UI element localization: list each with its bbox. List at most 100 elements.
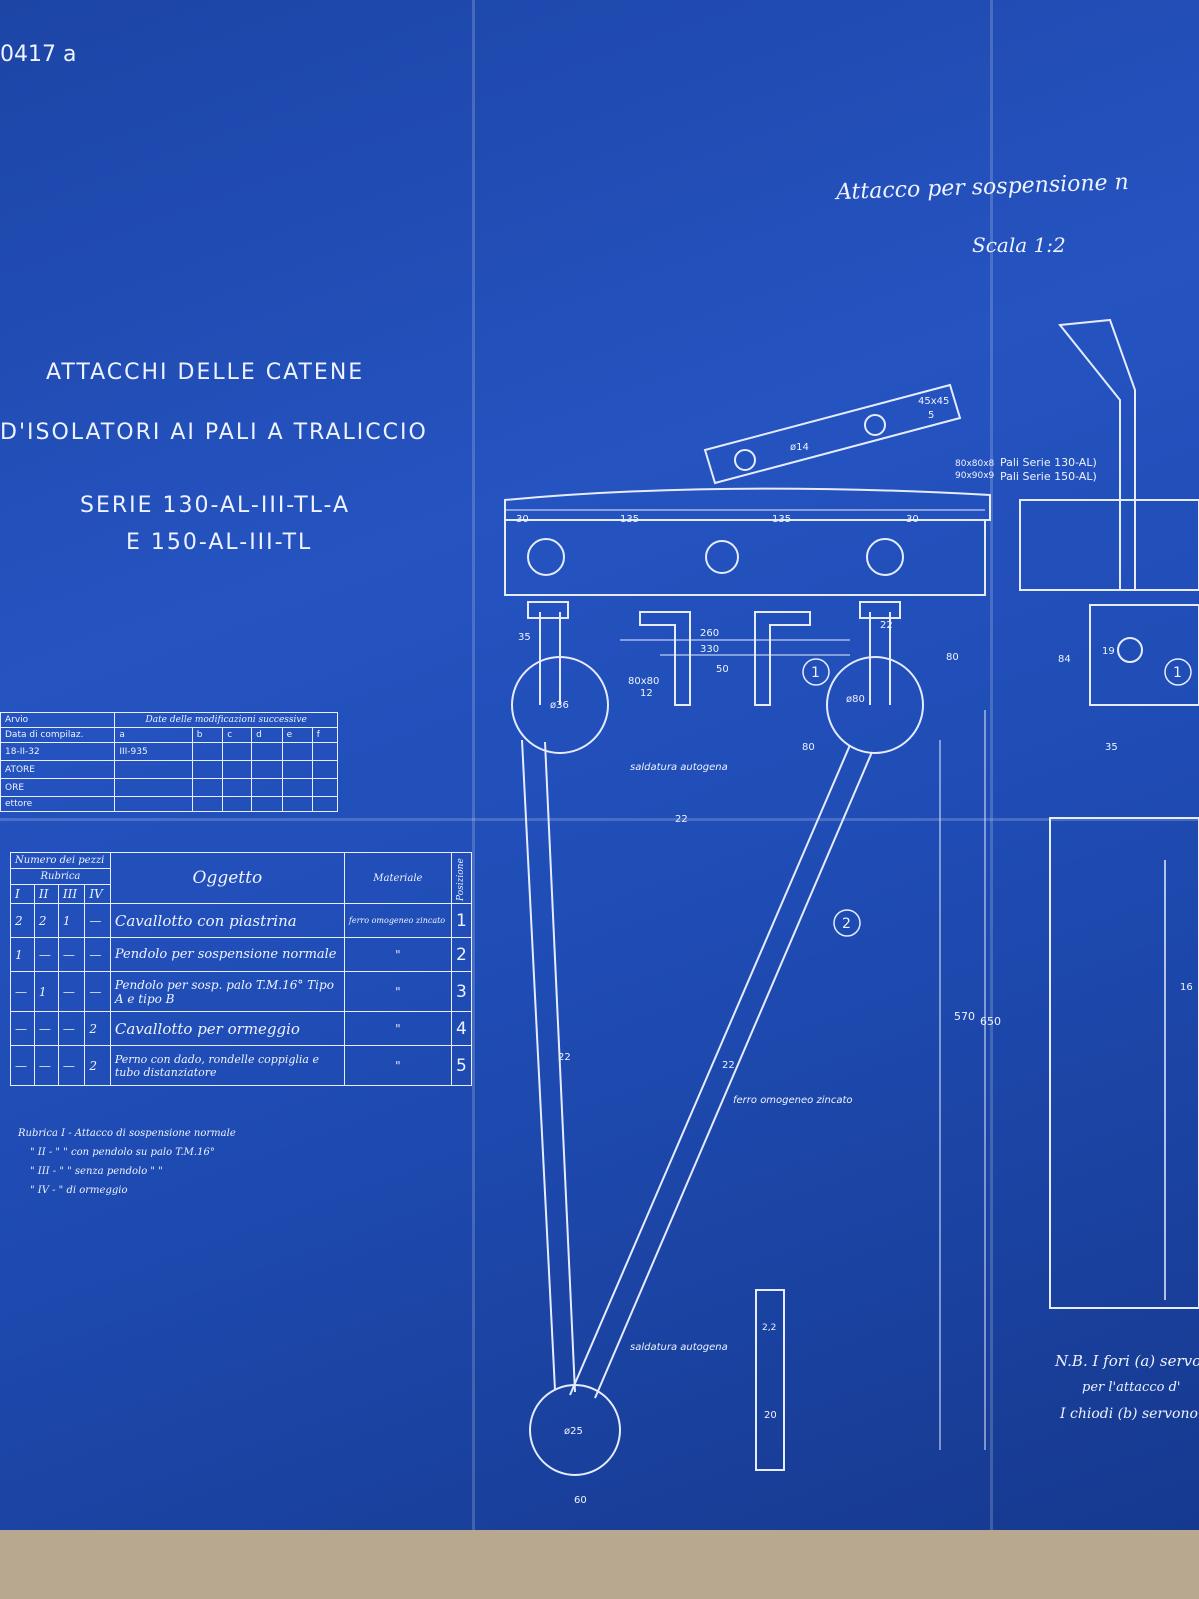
title-line-4: E 150-AL-III-TL bbox=[126, 530, 313, 555]
nb-note-3: I chiodi (b) servono p bbox=[1060, 1406, 1199, 1422]
nb-note-2: per l'attacco d' bbox=[1082, 1380, 1181, 1395]
dim-label: 5 bbox=[928, 410, 934, 421]
qty-cell: — bbox=[84, 903, 111, 938]
dim-label: 84 bbox=[1058, 654, 1071, 665]
qty-cell: — bbox=[33, 1045, 59, 1086]
table-row: 1 — — — Pendolo per sospensione normale … bbox=[10, 937, 473, 972]
scale-label: Scala 1:2 bbox=[972, 233, 1066, 257]
qty-cell: 2 bbox=[10, 903, 35, 938]
right-view-angle bbox=[1058, 318, 1136, 591]
callout-1b bbox=[1164, 658, 1192, 686]
pendulum-eye-bottom bbox=[529, 1384, 621, 1476]
callout-label: 1 bbox=[1173, 665, 1182, 681]
table-row: 2 2 1 — Cavallotto con piastrina ferro o… bbox=[10, 903, 473, 938]
dim-label: 50 bbox=[716, 664, 729, 675]
bolt-3 bbox=[866, 538, 904, 576]
dim-label: 16 bbox=[1180, 982, 1193, 993]
dim-label: ø36 bbox=[550, 700, 569, 711]
qty-cell: 2 bbox=[33, 903, 59, 938]
callout-label: 2 bbox=[842, 916, 851, 932]
dim-label: 22 bbox=[722, 1060, 735, 1071]
table-row: — — — 2 Cavallotto per ormeggio " 4 bbox=[10, 1011, 473, 1046]
profile-label: 90x90x9 bbox=[955, 471, 995, 481]
pali-label: Pali Serie 150-AL) bbox=[1000, 470, 1097, 483]
top-plate bbox=[504, 487, 991, 521]
dim-label: ø14 bbox=[790, 442, 809, 453]
pin bbox=[755, 1289, 785, 1471]
qty-cell: — bbox=[57, 937, 86, 972]
dim-label: 35 bbox=[1105, 742, 1118, 753]
dim-label: 80 bbox=[802, 742, 815, 753]
oggetto-cell: Pendolo per sospensione normale bbox=[109, 937, 345, 972]
rubrica-note-3: " III - " " senza pendolo " " bbox=[30, 1166, 163, 1177]
right-view-plate bbox=[1019, 499, 1199, 591]
dim-label: 2,2 bbox=[762, 1323, 776, 1333]
dim-label: 80 bbox=[946, 652, 959, 663]
nut bbox=[859, 601, 901, 619]
pali-label: Pali Serie 130-AL) bbox=[1000, 456, 1097, 469]
revision-table: Arvio Date delle modificazioni successiv… bbox=[0, 712, 339, 812]
dim-label: 260 bbox=[700, 628, 719, 639]
right-view-block bbox=[1089, 604, 1199, 706]
pendulum-brace bbox=[569, 744, 851, 1396]
fold-line-vertical-1 bbox=[472, 0, 475, 1530]
angle-left bbox=[639, 611, 691, 706]
title-line-1: ATTACCHI DELLE CATENE bbox=[46, 360, 365, 385]
angle-right bbox=[754, 611, 811, 706]
dim-label: 30 bbox=[906, 514, 919, 525]
dim-label: 22 bbox=[558, 1052, 571, 1063]
pendulum-leg-left-inner bbox=[544, 741, 576, 1393]
fold-line-horizontal bbox=[0, 818, 1199, 821]
dim-label: 12 bbox=[640, 688, 653, 699]
dim-label: 80x80 bbox=[628, 676, 659, 687]
qty-cell: — bbox=[57, 1011, 86, 1046]
drawing-number: 0417 a bbox=[0, 42, 77, 67]
pendulum-brace-inner bbox=[594, 751, 873, 1399]
oggetto-cell: Pendolo per sosp. palo T.M.16° Tipo A e … bbox=[109, 971, 345, 1012]
parts-header-oggetto: Oggetto bbox=[109, 852, 345, 904]
oggetto-cell: Perno con dado, rondelle coppiglia e tub… bbox=[109, 1045, 345, 1086]
nb-note-1: N.B. I fori (a) servono bbox=[1055, 1352, 1199, 1370]
main-plate bbox=[504, 519, 986, 596]
right-view-hole bbox=[1117, 637, 1143, 663]
rubrica-note-2: " II - " " con pendolo su palo T.M.16° bbox=[30, 1147, 215, 1158]
material-label: ferro omogeneo zincato bbox=[733, 1095, 853, 1106]
table-row: — — — 2 Perno con dado, rondelle coppigl… bbox=[10, 1045, 473, 1086]
bolt-1 bbox=[527, 538, 565, 576]
dim-label: 30 bbox=[516, 514, 529, 525]
oggetto-cell: Cavallotto con piastrina bbox=[109, 903, 345, 938]
dim-label: 19 bbox=[1102, 646, 1115, 657]
title-line-2: D'ISOLATORI AI PALI A TRALICCIO bbox=[0, 420, 428, 445]
qty-cell: — bbox=[10, 1045, 35, 1086]
dim-label: 20 bbox=[764, 1410, 777, 1421]
nut bbox=[527, 601, 569, 619]
dim-label: 22 bbox=[880, 620, 893, 631]
bar-hole bbox=[734, 449, 756, 471]
qty-cell: 2 bbox=[84, 1045, 111, 1086]
qty-cell: — bbox=[10, 1011, 35, 1046]
callout-1 bbox=[802, 658, 830, 686]
dim-label: 330 bbox=[700, 644, 719, 655]
dim-label: ø25 bbox=[564, 1426, 583, 1437]
pendulum-eye-right bbox=[826, 656, 924, 754]
rubrica-note-4: " IV - " di ormeggio bbox=[30, 1185, 128, 1196]
title-line-3: SERIE 130-AL-III-TL-A bbox=[80, 493, 351, 518]
pos-cell: 5 bbox=[450, 1045, 473, 1086]
dim-label: 60 bbox=[574, 1495, 587, 1506]
materiale-cell: ferro omogeneo zincato bbox=[343, 903, 452, 938]
bar-hole bbox=[864, 414, 886, 436]
callout-label: 1 bbox=[811, 665, 820, 681]
rubrica-note-1: Rubrica I - Attacco di sospensione norma… bbox=[18, 1128, 236, 1139]
qty-cell: 1 bbox=[10, 937, 35, 972]
right-view-lower bbox=[1049, 817, 1199, 1309]
parts-header-materiale: Materiale bbox=[343, 852, 452, 904]
inclined-bar bbox=[703, 383, 962, 485]
technical-drawing: 30 135 135 30 35 260 330 50 80x80 12 22 … bbox=[504, 318, 1199, 1506]
materiale-cell: " bbox=[343, 1045, 452, 1086]
qty-cell: — bbox=[10, 971, 35, 1012]
weld-label: saldatura autogena bbox=[630, 1342, 728, 1353]
bolt-2 bbox=[705, 540, 739, 574]
dim-label: 45x45 bbox=[918, 396, 949, 407]
profile-label: 80x80x8 bbox=[955, 459, 995, 469]
qty-cell: — bbox=[57, 1045, 86, 1086]
